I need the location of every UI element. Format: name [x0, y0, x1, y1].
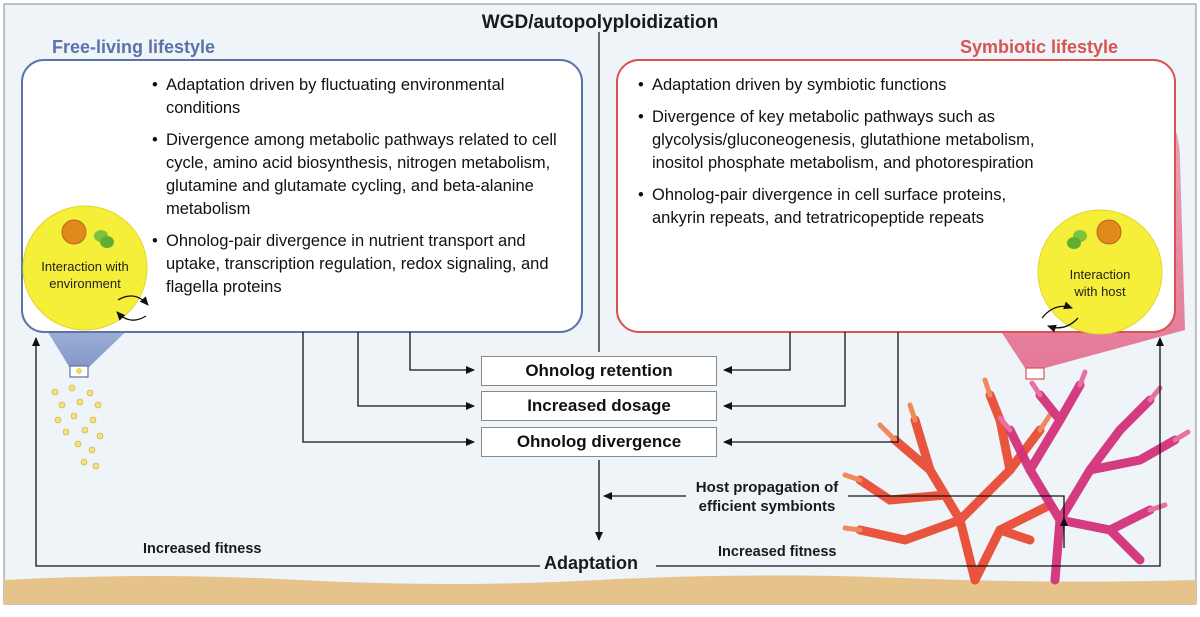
diagram-title: WGD/autopolyploidization — [481, 12, 719, 33]
coral-pink-tips — [997, 369, 1191, 513]
fitness-label-right: Increased fitness — [718, 544, 837, 560]
symbiotic-bullet-1: Adaptation driven by symbiotic functions — [638, 74, 1053, 97]
exchange-arrows-left — [117, 295, 149, 306]
free-living-cell — [22, 205, 148, 331]
plastid-left-2 — [100, 236, 114, 248]
step-ohnolog-divergence: Ohnolog divergence — [481, 427, 717, 457]
host-propagation-label: Host propagation of efficient symbionts — [695, 479, 839, 515]
arrow-right-retention — [723, 332, 791, 374]
fitness-loop-right — [656, 337, 1164, 567]
free-living-cell-label: Interaction with environment — [41, 259, 129, 291]
free-living-bullets: Adaptation driven by fluctuating environ… — [152, 74, 568, 308]
free-living-cells — [51, 384, 104, 470]
free-living-heading: Free-living lifestyle — [52, 37, 216, 57]
symbiotic-bullet-2: Divergence of key metabolic pathways suc… — [638, 106, 1053, 175]
coral-pink — [1005, 380, 1180, 585]
coral-red-tips — [842, 377, 1053, 533]
arrow-right-divergence — [723, 332, 899, 446]
symbiotic-heading: Symbiotic lifestyle — [960, 37, 1119, 57]
zoom-box-right — [1025, 367, 1045, 380]
plastid-right-2 — [1067, 237, 1081, 249]
symbiotic-bullets: Adaptation driven by symbiotic functions… — [638, 74, 1053, 239]
exchange-arrows-right — [1041, 301, 1073, 319]
nucleus-left — [61, 219, 87, 245]
arrow-left-dosage — [357, 332, 475, 410]
fitness-loop-left — [32, 337, 540, 567]
coral-red — [855, 390, 1055, 585]
symbiotic-cell-label: Interaction with host — [1069, 267, 1131, 299]
sand-floor — [4, 575, 1196, 604]
adaptation-label: Adaptation — [544, 553, 638, 573]
nucleus-right — [1096, 219, 1122, 245]
arrow-left-retention — [409, 332, 475, 374]
arrow-left-divergence — [302, 332, 475, 446]
step-increased-dosage: Increased dosage — [481, 391, 717, 421]
free-living-bullet-1: Adaptation driven by fluctuating environ… — [152, 74, 568, 120]
fitness-label-left: Increased fitness — [143, 541, 262, 557]
free-living-bullet-3: Ohnolog-pair divergence in nutrient tran… — [152, 230, 568, 299]
arrow-right-dosage — [723, 332, 846, 410]
step-ohnolog-retention: Ohnolog retention — [481, 356, 717, 386]
free-living-bullet-2: Divergence among metabolic pathways rela… — [152, 129, 568, 221]
symbiotic-bullet-3: Ohnolog-pair divergence in cell surface … — [638, 184, 1053, 230]
